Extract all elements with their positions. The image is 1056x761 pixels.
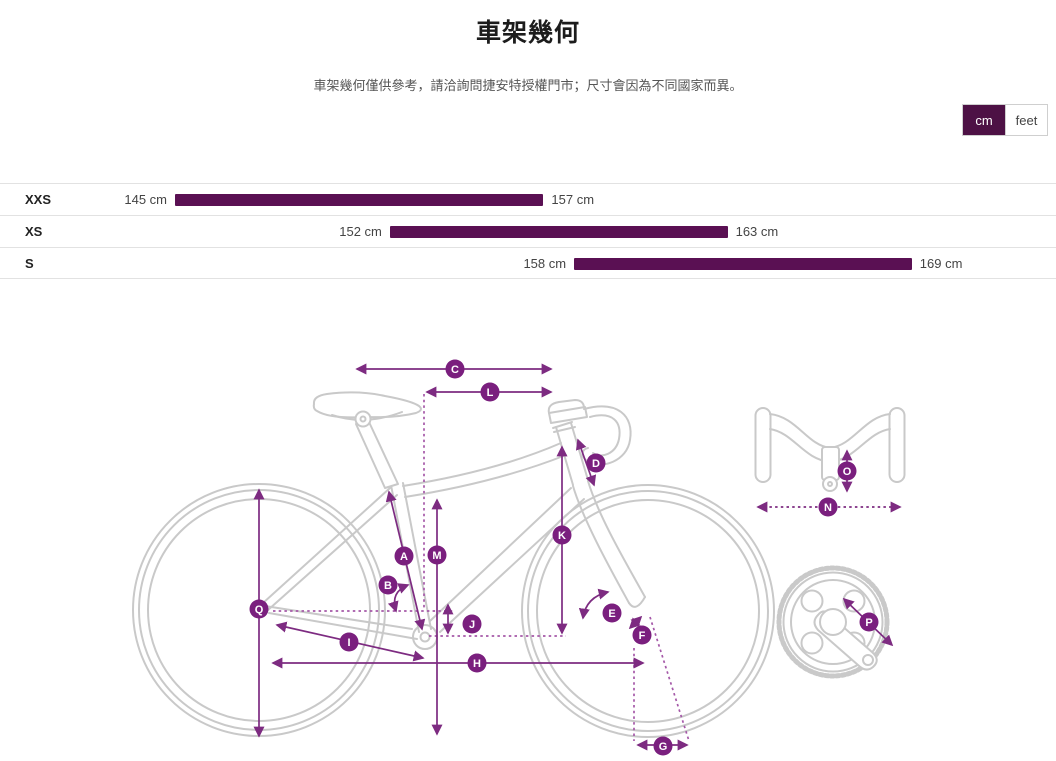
size-label: XXS	[25, 192, 52, 207]
dim-badge-o: O	[837, 461, 857, 481]
range-max-value: 163 cm	[735, 224, 779, 239]
svg-text:F: F	[639, 630, 646, 642]
svg-text:B: B	[384, 580, 392, 592]
size-label: S	[25, 256, 34, 271]
range-min-value: 152 cm	[339, 224, 382, 239]
dim-line-f	[628, 615, 643, 630]
dim-badge-a: A	[394, 546, 414, 566]
reference-dotted-lines	[273, 394, 690, 742]
svg-text:J: J	[469, 619, 475, 631]
dim-badge-f: F	[632, 625, 652, 645]
svg-text:N: N	[824, 502, 832, 514]
svg-text:E: E	[608, 608, 615, 620]
size-row-xs: XS 152 cm 163 cm	[0, 215, 1056, 247]
dim-badge-i: I	[339, 632, 359, 652]
dim-badge-c: C	[445, 359, 465, 379]
dim-badge-m: M	[427, 545, 447, 565]
unit-feet-button[interactable]: feet	[1005, 105, 1047, 135]
size-row-xxs: XXS 145 cm 157 cm	[0, 183, 1056, 215]
dimension-lines	[253, 363, 902, 751]
dim-badge-n: N	[818, 497, 838, 517]
svg-text:I: I	[347, 637, 350, 649]
dimension-badges: A B C D E F G H I J K L M N O P Q	[249, 359, 879, 756]
dim-badge-h: H	[467, 653, 487, 673]
range-max-value: 169 cm	[919, 256, 963, 271]
svg-text:H: H	[473, 658, 481, 670]
dim-badge-l: L	[480, 382, 500, 402]
height-range-bar	[389, 226, 728, 238]
svg-text:D: D	[592, 458, 600, 470]
range-min-value: 145 cm	[124, 192, 167, 207]
size-range-chart: XXS 145 cm 157 cm XS 152 cm 163 cm S 158…	[0, 183, 1056, 279]
size-row-s: S 158 cm 169 cm	[0, 247, 1056, 279]
height-range-bar	[175, 194, 544, 206]
svg-text:K: K	[558, 530, 566, 542]
dim-badge-g: G	[653, 736, 673, 756]
dim-badge-e: E	[602, 603, 622, 623]
dim-badge-d: D	[586, 453, 606, 473]
svg-text:C: C	[451, 364, 459, 376]
dim-line-d	[575, 438, 597, 487]
unit-cm-button[interactable]: cm	[963, 105, 1005, 135]
page-title: 車架幾何	[475, 19, 580, 47]
size-label: XS	[25, 224, 43, 239]
dim-badge-q: Q	[249, 599, 269, 619]
dim-badge-b: B	[378, 575, 398, 595]
ref-line-steering-axis	[649, 616, 690, 742]
dim-arc-e	[578, 588, 610, 620]
page-subtitle: 車架幾何僅供參考，請洽詢問捷安特授權門市；尺寸會因為不同國家而異。	[313, 78, 743, 93]
dim-badge-j: J	[462, 614, 482, 634]
dim-arc-b	[387, 583, 410, 613]
svg-text:O: O	[843, 466, 852, 478]
dim-badge-k: K	[552, 525, 572, 545]
svg-text:M: M	[432, 550, 441, 562]
svg-text:A: A	[400, 551, 408, 563]
height-range-bar	[574, 258, 912, 270]
svg-text:P: P	[865, 617, 872, 629]
handlebar-front-sketch	[754, 407, 906, 492]
svg-text:L: L	[487, 387, 494, 399]
range-min-value: 158 cm	[523, 256, 567, 271]
dim-badge-p: P	[859, 612, 879, 632]
unit-toggle: cm feet	[962, 104, 1048, 136]
svg-text:G: G	[659, 741, 668, 753]
svg-text:Q: Q	[255, 604, 264, 616]
range-max-value: 157 cm	[551, 192, 595, 207]
bike-side-sketch	[132, 391, 775, 738]
